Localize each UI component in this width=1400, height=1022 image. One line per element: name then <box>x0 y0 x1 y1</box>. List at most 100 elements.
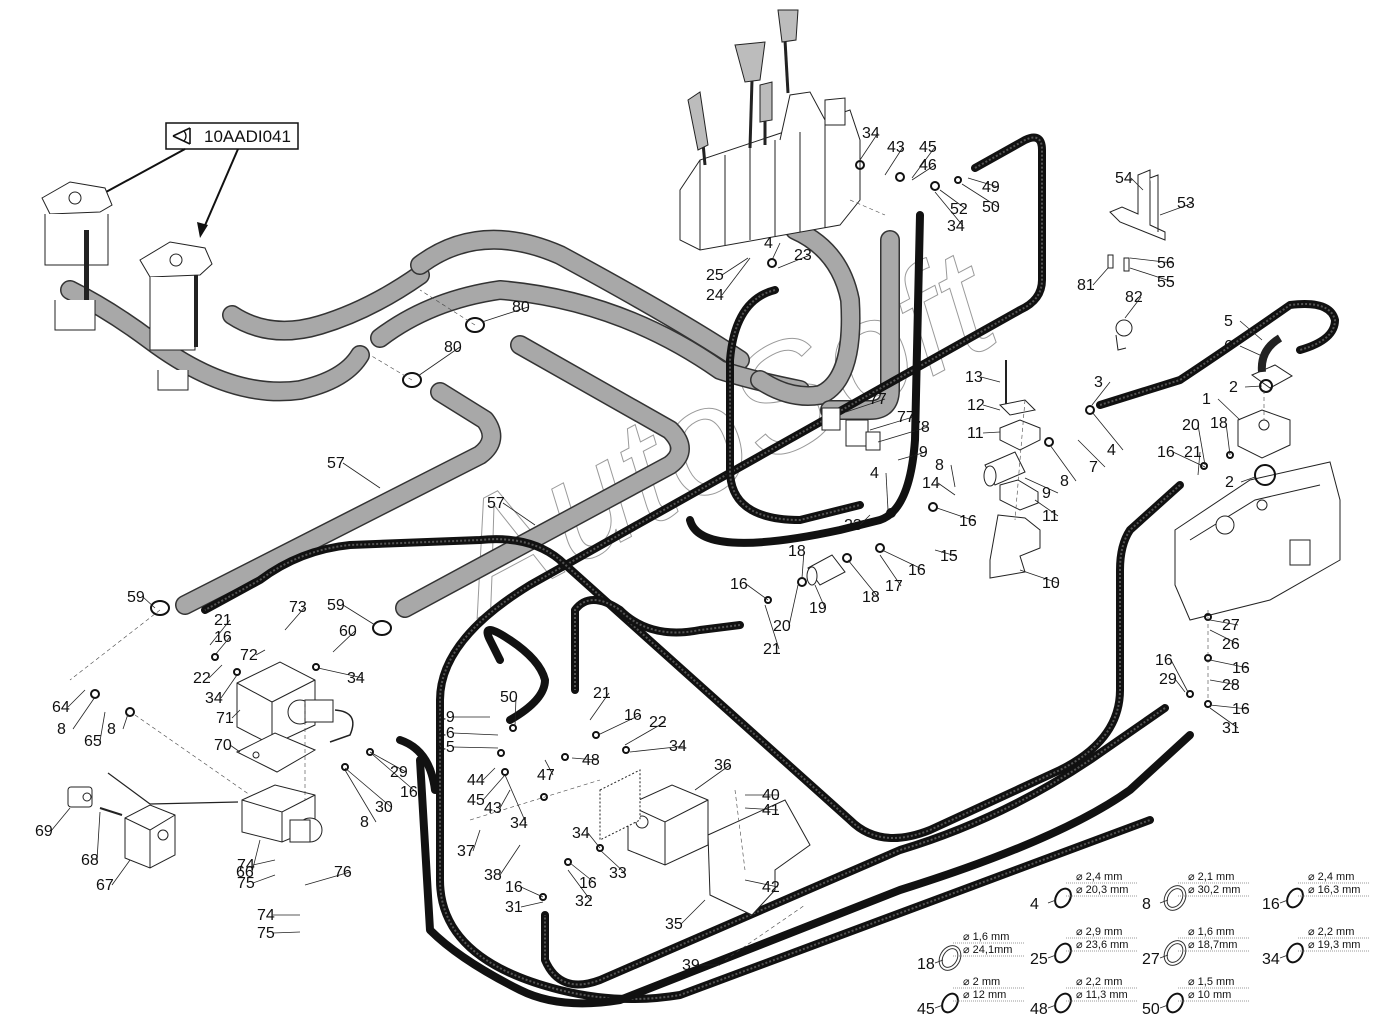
callout-49[interactable]: 49 <box>967 177 1000 196</box>
callout-5[interactable]: 5 <box>1224 313 1263 341</box>
callout-16[interactable]: 16 <box>505 879 544 898</box>
callout-34[interactable]: 34 <box>572 825 601 849</box>
callout-22[interactable]: 22 <box>193 664 223 687</box>
callout-35[interactable]: 35 <box>665 899 706 933</box>
callout-74[interactable]: 74 <box>257 907 300 924</box>
callout-16[interactable]: 16 <box>730 576 769 601</box>
callout-32[interactable]: 32 <box>567 869 593 910</box>
callout-16[interactable]: 16 <box>936 507 977 530</box>
callout-7[interactable]: 7 <box>1077 439 1106 476</box>
callout-6[interactable]: 6 <box>1224 338 1263 357</box>
callout-39[interactable]: 39 <box>682 957 720 974</box>
callout-75[interactable]: 75 <box>257 925 301 942</box>
callout-16[interactable]: 16 <box>1157 444 1206 468</box>
callout-21[interactable]: 21 <box>209 612 232 646</box>
callout-18[interactable]: 18 <box>1210 415 1231 456</box>
callout-1[interactable]: 1 <box>1202 391 1241 421</box>
callout-23[interactable]: 23 <box>844 514 871 534</box>
callout-20[interactable]: 20 <box>773 584 799 635</box>
reference-callout[interactable]: 10AADI041 <box>88 122 299 238</box>
callout-66[interactable]: 66 <box>236 839 261 881</box>
callout-71[interactable]: 71 <box>216 709 241 727</box>
callout-42[interactable]: 42 <box>744 879 780 896</box>
callout-31[interactable]: 31 <box>505 899 544 916</box>
callout-72[interactable]: 72 <box>240 647 266 664</box>
callout-77[interactable]: 77 <box>845 391 887 413</box>
callout-12[interactable]: 12 <box>967 397 1001 414</box>
callout-45[interactable]: 45 <box>437 739 499 756</box>
callout-16[interactable]: 16 <box>881 549 926 579</box>
callout-50[interactable]: 50 <box>961 183 1000 216</box>
callout-78[interactable]: 78 <box>877 419 930 443</box>
callout-38[interactable]: 38 <box>484 844 521 884</box>
callout-34[interactable]: 34 <box>205 674 238 707</box>
callout-8[interactable]: 8 <box>57 696 96 738</box>
callout-10[interactable]: 10 <box>1019 569 1060 592</box>
callout-80[interactable]: 80 <box>417 339 462 377</box>
callout-55[interactable]: 55 <box>1129 267 1175 291</box>
callout-76[interactable]: 76 <box>304 864 352 886</box>
callout-52[interactable]: 52 <box>939 189 968 218</box>
callout-59[interactable]: 59 <box>127 589 156 609</box>
callout-8[interactable]: 8 <box>1049 444 1077 490</box>
callout-4[interactable]: 4 <box>870 465 889 511</box>
callout-43[interactable]: 43 <box>884 139 905 176</box>
callout-27[interactable]: 27 <box>1209 617 1240 634</box>
callout-65[interactable]: 65 <box>84 711 106 750</box>
callout-8[interactable]: 8 <box>344 769 377 831</box>
callout-40[interactable]: 40 <box>745 787 780 804</box>
callout-60[interactable]: 60 <box>332 623 357 653</box>
callout-81[interactable]: 81 <box>1077 267 1109 294</box>
callout-24[interactable]: 24 <box>706 257 751 304</box>
callout-54[interactable]: 54 <box>1115 170 1144 191</box>
callout-29[interactable]: 29 <box>369 751 408 781</box>
callout-57[interactable]: 57 <box>327 455 381 489</box>
callout-34[interactable]: 34 <box>504 774 528 832</box>
callout-64[interactable]: 64 <box>52 689 86 716</box>
callout-34[interactable]: 34 <box>317 667 365 687</box>
callout-3[interactable]: 3 <box>1091 374 1111 406</box>
callout-73[interactable]: 73 <box>284 599 307 631</box>
callout-57[interactable]: 57 <box>487 495 536 526</box>
callout-44[interactable]: 44 <box>467 767 496 789</box>
callout-25[interactable]: 25 <box>706 257 749 284</box>
callout-59[interactable]: 59 <box>327 597 376 626</box>
callout-18[interactable]: 18 <box>788 543 806 579</box>
callout-16[interactable]: 16 <box>214 629 232 656</box>
callout-11[interactable]: 11 <box>1034 499 1059 525</box>
callout-2[interactable]: 2 <box>1229 379 1263 396</box>
callout-31[interactable]: 31 <box>1209 707 1240 737</box>
callout-13[interactable]: 13 <box>965 369 1001 386</box>
callout-20[interactable]: 20 <box>1182 417 1206 466</box>
callout-8[interactable]: 8 <box>107 713 129 738</box>
callout-16[interactable]: 16 <box>371 753 418 801</box>
callout-16[interactable]: 16 <box>1209 659 1250 677</box>
callout-11[interactable]: 11 <box>967 425 1001 442</box>
callout-37[interactable]: 37 <box>457 829 481 860</box>
callout-69[interactable]: 69 <box>35 807 71 840</box>
callout-67[interactable]: 67 <box>96 859 131 894</box>
callout-16[interactable]: 16 <box>1155 652 1189 693</box>
callout-21[interactable]: 21 <box>763 604 781 658</box>
callout-4[interactable]: 4 <box>1091 411 1124 459</box>
callout-77[interactable]: 77 <box>869 409 915 431</box>
callout-34[interactable]: 34 <box>859 125 880 161</box>
callout-29[interactable]: 29 <box>1159 671 1186 693</box>
callout-79[interactable]: 79 <box>897 444 928 461</box>
callout-28[interactable]: 28 <box>1209 677 1240 694</box>
callout-23[interactable]: 23 <box>777 247 812 269</box>
callout-17[interactable]: 17 <box>879 554 903 595</box>
callout-53[interactable]: 53 <box>1159 195 1195 216</box>
callout-19[interactable]: 19 <box>809 584 827 617</box>
callout-16[interactable]: 16 <box>1209 701 1250 718</box>
callout-43[interactable]: 43 <box>484 789 511 817</box>
callout-16[interactable]: 16 <box>597 707 642 736</box>
callout-74[interactable]: 74 <box>237 857 276 874</box>
callout-16[interactable]: 16 <box>569 862 597 892</box>
callout-80[interactable]: 80 <box>481 299 530 323</box>
callout-18[interactable]: 18 <box>847 559 880 606</box>
callout-26[interactable]: 26 <box>1209 629 1240 653</box>
callout-50[interactable]: 50 <box>500 689 518 727</box>
callout-14[interactable]: 14 <box>922 475 956 496</box>
callout-46[interactable]: 46 <box>437 725 499 742</box>
